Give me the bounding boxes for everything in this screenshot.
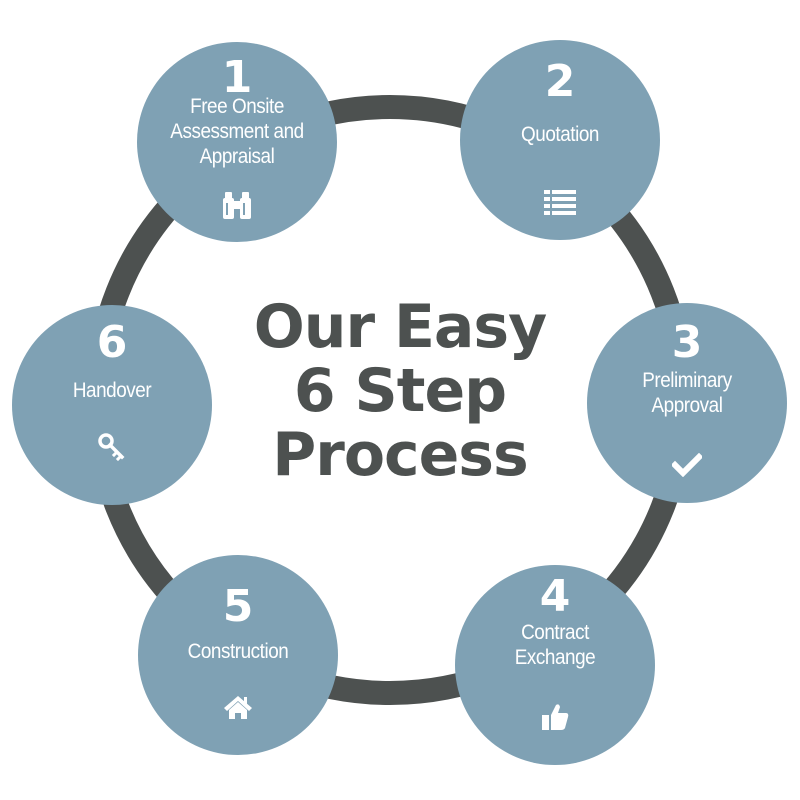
step-1-circle: 1 Free Onsite Assessment and Appraisal	[137, 42, 337, 242]
step-label-line: Quotation	[521, 123, 599, 146]
step-label-line: Exchange	[514, 646, 596, 669]
center-title-line-2: 6 Step	[293, 356, 507, 426]
step-3-circle: 3 Preliminary Approval	[587, 303, 787, 503]
step-number: 3	[671, 317, 703, 368]
step-2-circle: 2 Quotation	[460, 40, 660, 240]
step-label-line: Appraisal	[199, 145, 275, 168]
step-label: Handover	[31, 378, 193, 403]
step-number: 4	[539, 571, 571, 622]
step-label: Free Onsite Assessment and Appraisal	[156, 94, 318, 169]
step-label: Construction	[157, 639, 319, 664]
step-label-line: Contract	[521, 621, 589, 644]
step-number: 2	[544, 56, 576, 107]
checkmark-icon	[667, 447, 707, 483]
step-label: Contract Exchange	[474, 620, 636, 670]
step-label-line: Assessment and	[170, 120, 304, 143]
center-title-line-1: Our Easy	[253, 292, 548, 362]
step-5-circle: 5 Construction	[138, 555, 338, 755]
step-label-line: Handover	[72, 379, 152, 402]
step-number: 5	[222, 581, 254, 632]
step-number: 6	[96, 317, 128, 368]
step-number: 1	[221, 52, 253, 103]
center-title-line-3: Process	[272, 420, 528, 490]
step-label-line: Preliminary	[642, 369, 732, 392]
list-icon	[540, 184, 580, 220]
thumbs-up-icon	[535, 699, 575, 735]
binoculars-icon	[217, 188, 257, 224]
key-icon	[92, 428, 132, 464]
step-label: Quotation	[479, 122, 641, 147]
step-6-circle: 6 Handover	[12, 305, 212, 505]
center-title: Our Easy 6 Step Process	[200, 295, 600, 487]
step-label-line: Approval	[651, 394, 723, 417]
home-icon	[218, 689, 258, 725]
step-4-circle: 4 Contract Exchange	[455, 565, 655, 765]
step-label-line: Construction	[187, 640, 289, 663]
step-label: Preliminary Approval	[606, 368, 768, 418]
step-label-line: Free Onsite	[190, 95, 284, 118]
